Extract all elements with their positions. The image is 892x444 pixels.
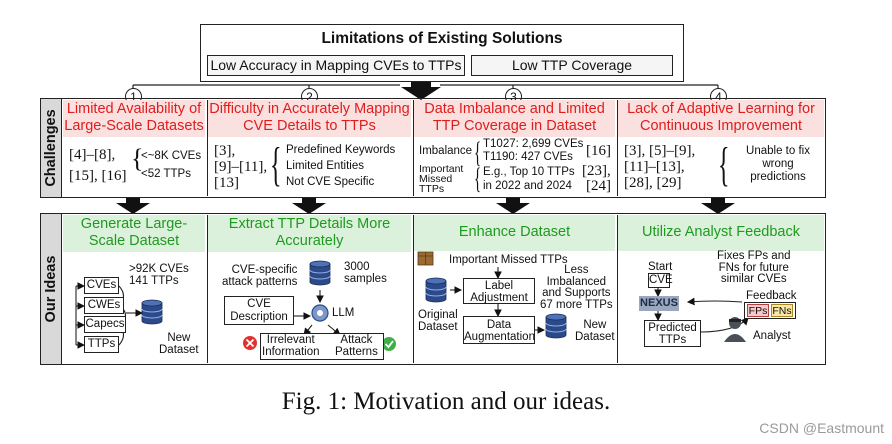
watermark: CSDN @Eastmount — [759, 420, 884, 436]
idea-3-title: Enhance Dataset — [414, 215, 615, 251]
challenges-row — [61, 98, 826, 198]
challenge-2-item-1: Predefined Keywords — [286, 144, 396, 156]
challenge-3-imbalance-1: T1027: 2,699 CVEs — [483, 138, 584, 150]
challenge-2-item-2: Limited Entities — [286, 160, 364, 172]
idea-1-panel: Generate Large-Scale Dataset CVEs CWEs C… — [63, 215, 205, 363]
challenge-3-missed-2: in 2022 and 2024 — [483, 180, 572, 192]
main-down-arrow — [401, 80, 441, 100]
idea-4-fps: FPs — [747, 304, 769, 317]
idea-2-llm-label: LLM — [332, 307, 355, 319]
check-icon — [382, 337, 396, 351]
idea-1-title: Generate Large-Scale Dataset — [63, 215, 205, 252]
challenge-2-item-3: Not CVE Specific — [286, 176, 375, 188]
challenge-4-cite-3: [28], [29] — [624, 175, 682, 191]
idea-1-item-ttps: TTPs — [84, 336, 119, 353]
idea-1-item-cves: CVEs — [84, 277, 119, 294]
challenge-1-cite-2: [15], [16] — [69, 168, 127, 184]
challenge-1-note-2: <52 TTPs — [141, 168, 191, 180]
challenge-4-brace: { — [718, 138, 730, 191]
challenge-to-idea-arrows — [116, 198, 735, 214]
figure-caption: Fig. 1: Motivation and our ideas. — [281, 388, 611, 415]
challenge-3-missed-cite-2: [24] — [586, 178, 611, 194]
idea-3-missed-ttps: Important Missed TTPs — [449, 254, 568, 266]
limitation-accuracy: Low Accuracy in Mapping CVEs to TTPs — [207, 55, 465, 76]
challenge-3-brace-1: { — [474, 136, 482, 169]
challenge-3-brace-2: { — [474, 162, 482, 195]
idea-1-item-capecs: Capecs — [84, 316, 126, 333]
package-icon — [417, 251, 434, 266]
challenge-2-cite-1: [3], — [214, 143, 236, 159]
idea-4-start: Start — [648, 261, 673, 273]
limitations-title: Limitations of Existing Solutions — [321, 30, 563, 47]
analyst-icon — [724, 317, 746, 342]
challenge-2-brace: { — [270, 138, 282, 191]
idea-1-item-cwes: CWEs — [84, 297, 124, 314]
idea-4-cve-box: CVE — [648, 273, 673, 288]
llm-icon — [311, 304, 329, 322]
challenge-2-cite-3: [13] — [214, 175, 239, 191]
ideas-row-label: Our Ideas — [40, 213, 62, 365]
ideas-row — [61, 213, 826, 365]
idea-4-feedback: Feedback — [746, 290, 797, 302]
idea-4-title: Utilize Analyst Feedback — [618, 215, 824, 251]
challenge-1-note-1: <~8K CVEs — [141, 150, 202, 162]
nexus-logo: NEXUS — [639, 296, 679, 311]
idea-4-fp-fn-box: FPs FNs — [744, 302, 796, 319]
idea4-links — [654, 287, 749, 333]
challenges-row-label: Challenges — [40, 98, 62, 198]
idea3-links — [450, 267, 546, 334]
limitation-coverage: Low TTP Coverage — [471, 55, 673, 76]
cross-icon — [243, 336, 257, 350]
challenge-1-cite-1: [4]–[8], — [69, 147, 116, 163]
challenge-4-cite-2: [11]–[13], — [624, 159, 685, 175]
challenge-2-cite-2: [9]–[11], — [214, 159, 268, 175]
challenge-1-brace: { — [131, 144, 144, 173]
idea-3-panel: Enhance Dataset Important Missed TTPs La… — [413, 215, 616, 363]
idea-4-analyst-label: Analyst — [753, 330, 791, 342]
idea1-links — [75, 282, 144, 349]
limitations-panel: Limitations of Existing Solutions Low Ac… — [200, 24, 684, 82]
challenge-3-imbalance-cite: [16] — [586, 143, 611, 159]
challenge-3-imbalance-2: T1190: 427 CVEs — [483, 151, 573, 163]
challenge-3-imbalance-label: Imbalance — [419, 145, 473, 157]
challenge-3-missed-1: E.g., Top 10 TTPs — [483, 166, 575, 178]
challenge-4-cite-1: [3], [5]–[9], — [624, 143, 696, 159]
idea-4-fns: FNs — [771, 304, 793, 317]
challenge-3-missed-cite-1: [23], — [582, 163, 611, 179]
